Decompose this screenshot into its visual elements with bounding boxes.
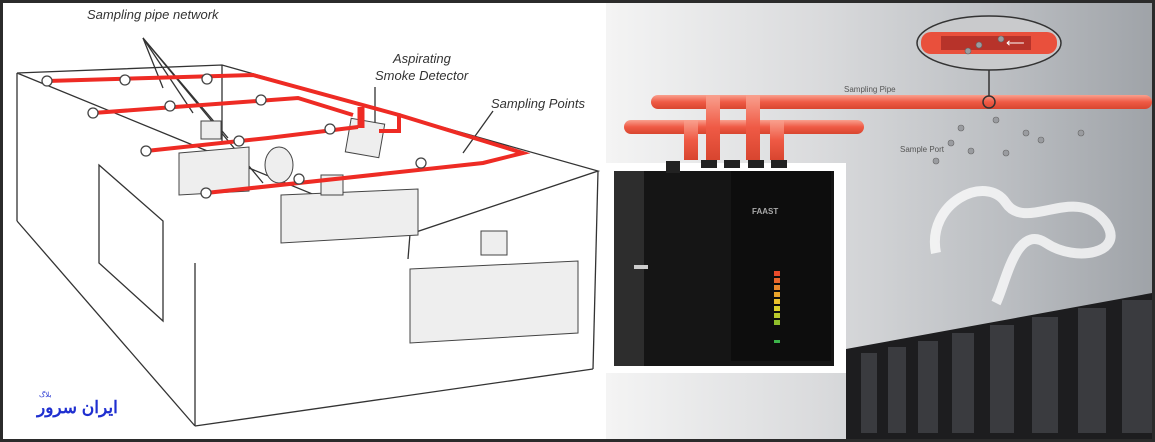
iranserver-logo: ایران سرور — [37, 398, 118, 417]
computer — [480, 230, 508, 256]
server-racks — [846, 293, 1152, 439]
sampling-pipe — [624, 95, 1152, 160]
faast-detector-unit — [606, 160, 846, 373]
label-smoke-detector: Smoke Detector — [375, 68, 469, 83]
chair — [264, 146, 294, 184]
aspirating-detector-photo: ⟵ — [606, 3, 1152, 439]
image-frame: Sampling pipe network Aspirating Smoke D… — [3, 3, 1152, 439]
computer — [200, 120, 222, 140]
label-aspirating: Aspirating — [393, 51, 451, 66]
device-brand-label: FAAST — [752, 207, 779, 216]
office-pipe-network-diagram: Sampling pipe network Aspirating Smoke D… — [3, 3, 603, 439]
status-led-bar — [774, 271, 780, 343]
logo-subtitle: بلاگ — [39, 392, 52, 399]
label-sampling-pipe: Sampling Pipe — [844, 85, 896, 94]
label-sampling-pipe-network: Sampling pipe network — [87, 7, 219, 22]
desk — [409, 260, 579, 344]
smoke-detector-unit — [344, 117, 386, 159]
desk — [178, 146, 250, 196]
office-room-illustration — [16, 37, 601, 427]
label-sample-port: Sample Port — [900, 145, 945, 154]
magnifier-callout: ⟵ — [916, 15, 1062, 109]
smoke-particles — [932, 35, 1085, 165]
desk — [280, 188, 419, 244]
detector-illustration: ⟵ — [606, 15, 1152, 439]
label-sampling-points: Sampling Points — [491, 96, 585, 111]
smoke-plume — [929, 186, 1116, 306]
airflow-arrow-icon: ⟵ — [1006, 35, 1025, 50]
door — [98, 163, 164, 323]
sampling-points — [41, 73, 427, 199]
